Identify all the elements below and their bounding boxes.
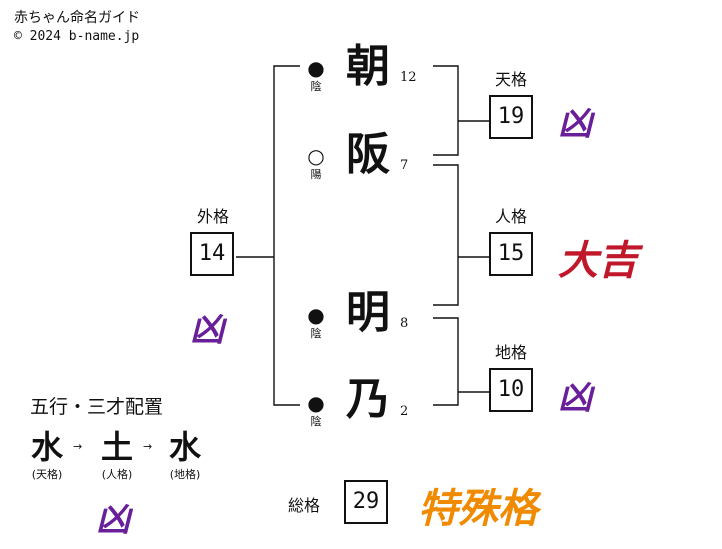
gogyo-element-chikaku: 水 bbox=[168, 428, 201, 466]
gaikaku-fortune: 凶 bbox=[190, 310, 224, 350]
yinyang-marker-2: ○ bbox=[307, 144, 325, 168]
jinkaku-label: 人格 bbox=[494, 207, 527, 226]
gogyo-sub-tenkaku: (天格) bbox=[31, 468, 63, 481]
gogyo-sub-chikaku: (地格) bbox=[169, 468, 201, 481]
yinyang-label-4: 陰 bbox=[310, 415, 322, 428]
copyright: © 2024 b-name.jp bbox=[14, 29, 140, 44]
yinyang-marker-3: ● bbox=[307, 303, 325, 327]
gogyo-arrow-1: → bbox=[73, 440, 83, 453]
gaikaku-label: 外格 bbox=[196, 207, 229, 226]
tenkaku-label: 天格 bbox=[494, 70, 527, 89]
gogyo-title: 五行・三才配置 bbox=[30, 396, 164, 418]
soukaku-value-box: 29 bbox=[344, 480, 388, 524]
gogyo-element-tenkaku: 水 bbox=[30, 428, 63, 466]
gogyo-arrow-2: → bbox=[143, 440, 153, 453]
gaikaku-value-box: 14 bbox=[190, 232, 234, 276]
name-char-2: 阪 bbox=[346, 129, 390, 180]
chikaku-label: 地格 bbox=[494, 343, 527, 362]
soukaku-label: 総格 bbox=[288, 496, 321, 515]
yinyang-label-2: 陽 bbox=[310, 168, 322, 181]
jinkaku-value-box: 15 bbox=[489, 232, 533, 276]
yinyang-label-1: 陰 bbox=[310, 80, 322, 93]
chikaku-value-box: 10 bbox=[489, 368, 533, 412]
yinyang-marker-1: ● bbox=[307, 56, 325, 80]
yinyang-label-3: 陰 bbox=[310, 327, 322, 340]
jinkaku-fortune: 大吉 bbox=[558, 237, 638, 284]
name-char-4: 乃 bbox=[346, 374, 390, 425]
soukaku-fortune: 特殊格 bbox=[418, 485, 538, 532]
tenkaku-fortune: 凶 bbox=[558, 104, 592, 144]
site-title: 赤ちゃん命名ガイド bbox=[14, 10, 140, 26]
stroke-count-1: 12 bbox=[400, 70, 417, 85]
name-char-1: 朝 bbox=[346, 41, 390, 92]
gogyo-fortune: 凶 bbox=[96, 500, 130, 540]
name-char-3: 明 bbox=[346, 287, 390, 338]
gogyo-sub-jinkaku: (人格) bbox=[101, 468, 133, 481]
chikaku-fortune: 凶 bbox=[558, 378, 592, 418]
tenkaku-value-box: 19 bbox=[489, 95, 533, 139]
stroke-count-3: 8 bbox=[400, 316, 409, 331]
gogyo-element-jinkaku: 土 bbox=[100, 428, 133, 466]
stroke-count-2: 7 bbox=[400, 158, 409, 173]
yinyang-marker-4: ● bbox=[307, 391, 325, 415]
stroke-count-4: 2 bbox=[400, 404, 409, 419]
